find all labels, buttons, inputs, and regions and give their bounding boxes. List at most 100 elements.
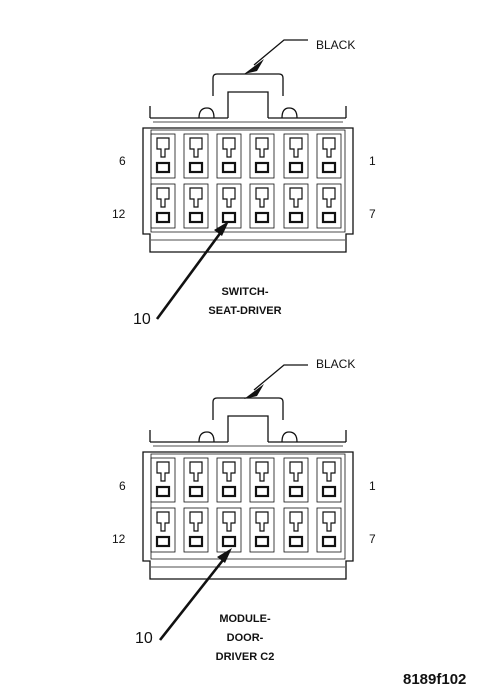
terminal-cavity: [216, 507, 242, 553]
terminal-square: [188, 535, 204, 548]
cavity-frame: [183, 183, 209, 229]
connector-latch: [212, 73, 284, 96]
callout-pin-label: 10: [135, 630, 153, 647]
connector-body: [142, 451, 354, 580]
connector-name-line: SWITCH-: [221, 286, 268, 298]
pin-label-6: 6: [119, 479, 126, 493]
cavity-frame: [150, 133, 176, 179]
terminal-square: [321, 161, 337, 174]
terminal-square: [188, 485, 204, 498]
terminal-latch: [289, 137, 303, 158]
terminal-square: [321, 211, 337, 224]
terminal-latch: [322, 511, 336, 532]
connector-cavity: [150, 453, 346, 560]
terminal-latch: [255, 461, 269, 482]
connector-name-line: SEAT-DRIVER: [208, 305, 281, 317]
cavity-frame: [216, 457, 242, 503]
terminal-square: [221, 535, 237, 548]
terminal-cavity: [150, 133, 176, 179]
figure-id: 8189f102: [403, 671, 466, 688]
terminal-cavity: [183, 457, 209, 503]
color-leader-arrowhead: [244, 384, 264, 399]
terminal-cavity: [216, 183, 242, 229]
terminal-latch: [156, 511, 170, 532]
terminal-latch: [156, 187, 170, 208]
cavity-frame: [183, 507, 209, 553]
terminal-cavity: [283, 507, 309, 553]
connector-bump-left: [198, 431, 215, 443]
terminal-cavity: [316, 133, 342, 179]
terminal-square: [221, 485, 237, 498]
terminal-square: [254, 535, 270, 548]
cavity-frame: [249, 133, 275, 179]
cavity-frame: [150, 457, 176, 503]
terminal-latch: [189, 137, 203, 158]
terminal-latch: [222, 187, 236, 208]
terminal-cavities-bottom: [150, 457, 342, 553]
terminal-latch: [289, 511, 303, 532]
terminal-square: [221, 211, 237, 224]
terminal-latch: [322, 137, 336, 158]
cavity-frame: [283, 457, 309, 503]
terminal-square: [321, 485, 337, 498]
terminal-latch: [222, 461, 236, 482]
terminal-square: [188, 211, 204, 224]
cavity-frame: [249, 507, 275, 553]
terminal-cavity: [216, 133, 242, 179]
callout-arrowhead: [217, 548, 232, 563]
connector-bump-left: [198, 107, 215, 119]
cavity-frame: [216, 183, 242, 229]
pin-label-12: 12: [112, 207, 126, 221]
terminal-cavity: [150, 183, 176, 229]
terminal-cavity: [150, 457, 176, 503]
terminal-latch: [289, 187, 303, 208]
callout-arrow-line: [155, 227, 226, 320]
terminal-cavity: [249, 457, 275, 503]
terminal-square: [188, 161, 204, 174]
cavity-frame: [283, 183, 309, 229]
pin-label-7: 7: [369, 207, 376, 221]
terminal-square: [254, 485, 270, 498]
terminal-latch: [222, 137, 236, 158]
connector-latch: [212, 397, 284, 420]
callout-arrowhead: [214, 221, 229, 236]
terminal-cavity: [316, 457, 342, 503]
connector-bottom: [142, 364, 354, 641]
pin-label-6: 6: [119, 154, 126, 168]
callout-pin-label: 10: [133, 311, 151, 328]
cavity-frame: [316, 183, 342, 229]
terminal-latch: [322, 187, 336, 208]
connector-top: [142, 39, 354, 320]
connector-top-edge: [149, 106, 347, 119]
pin-label-7: 7: [369, 532, 376, 546]
terminal-square: [321, 535, 337, 548]
terminal-cavity: [150, 507, 176, 553]
terminal-latch: [255, 137, 269, 158]
connector-cavity: [150, 129, 346, 233]
terminal-square: [254, 211, 270, 224]
cavity-frame: [183, 133, 209, 179]
terminal-cavity: [283, 457, 309, 503]
callout-arrow-line: [158, 554, 229, 641]
terminal-square: [155, 485, 171, 498]
terminal-cavity: [183, 133, 209, 179]
connector-top-edge: [149, 430, 347, 443]
terminal-latch: [189, 511, 203, 532]
terminal-square: [288, 535, 304, 548]
connector-latch-inner: [227, 91, 269, 118]
cavity-frame: [150, 507, 176, 553]
terminal-cavity: [183, 183, 209, 229]
cavity-frame: [316, 507, 342, 553]
cavity-frame: [216, 133, 242, 179]
terminal-square: [254, 161, 270, 174]
connector-name-line: DOOR-: [227, 632, 264, 644]
terminal-latch: [255, 187, 269, 208]
cavity-frame: [316, 133, 342, 179]
terminal-cavity: [316, 507, 342, 553]
terminal-cavity: [249, 133, 275, 179]
pin-label-1: 1: [369, 154, 376, 168]
terminal-latch: [156, 137, 170, 158]
cavity-frame: [249, 183, 275, 229]
cavity-frame: [183, 457, 209, 503]
